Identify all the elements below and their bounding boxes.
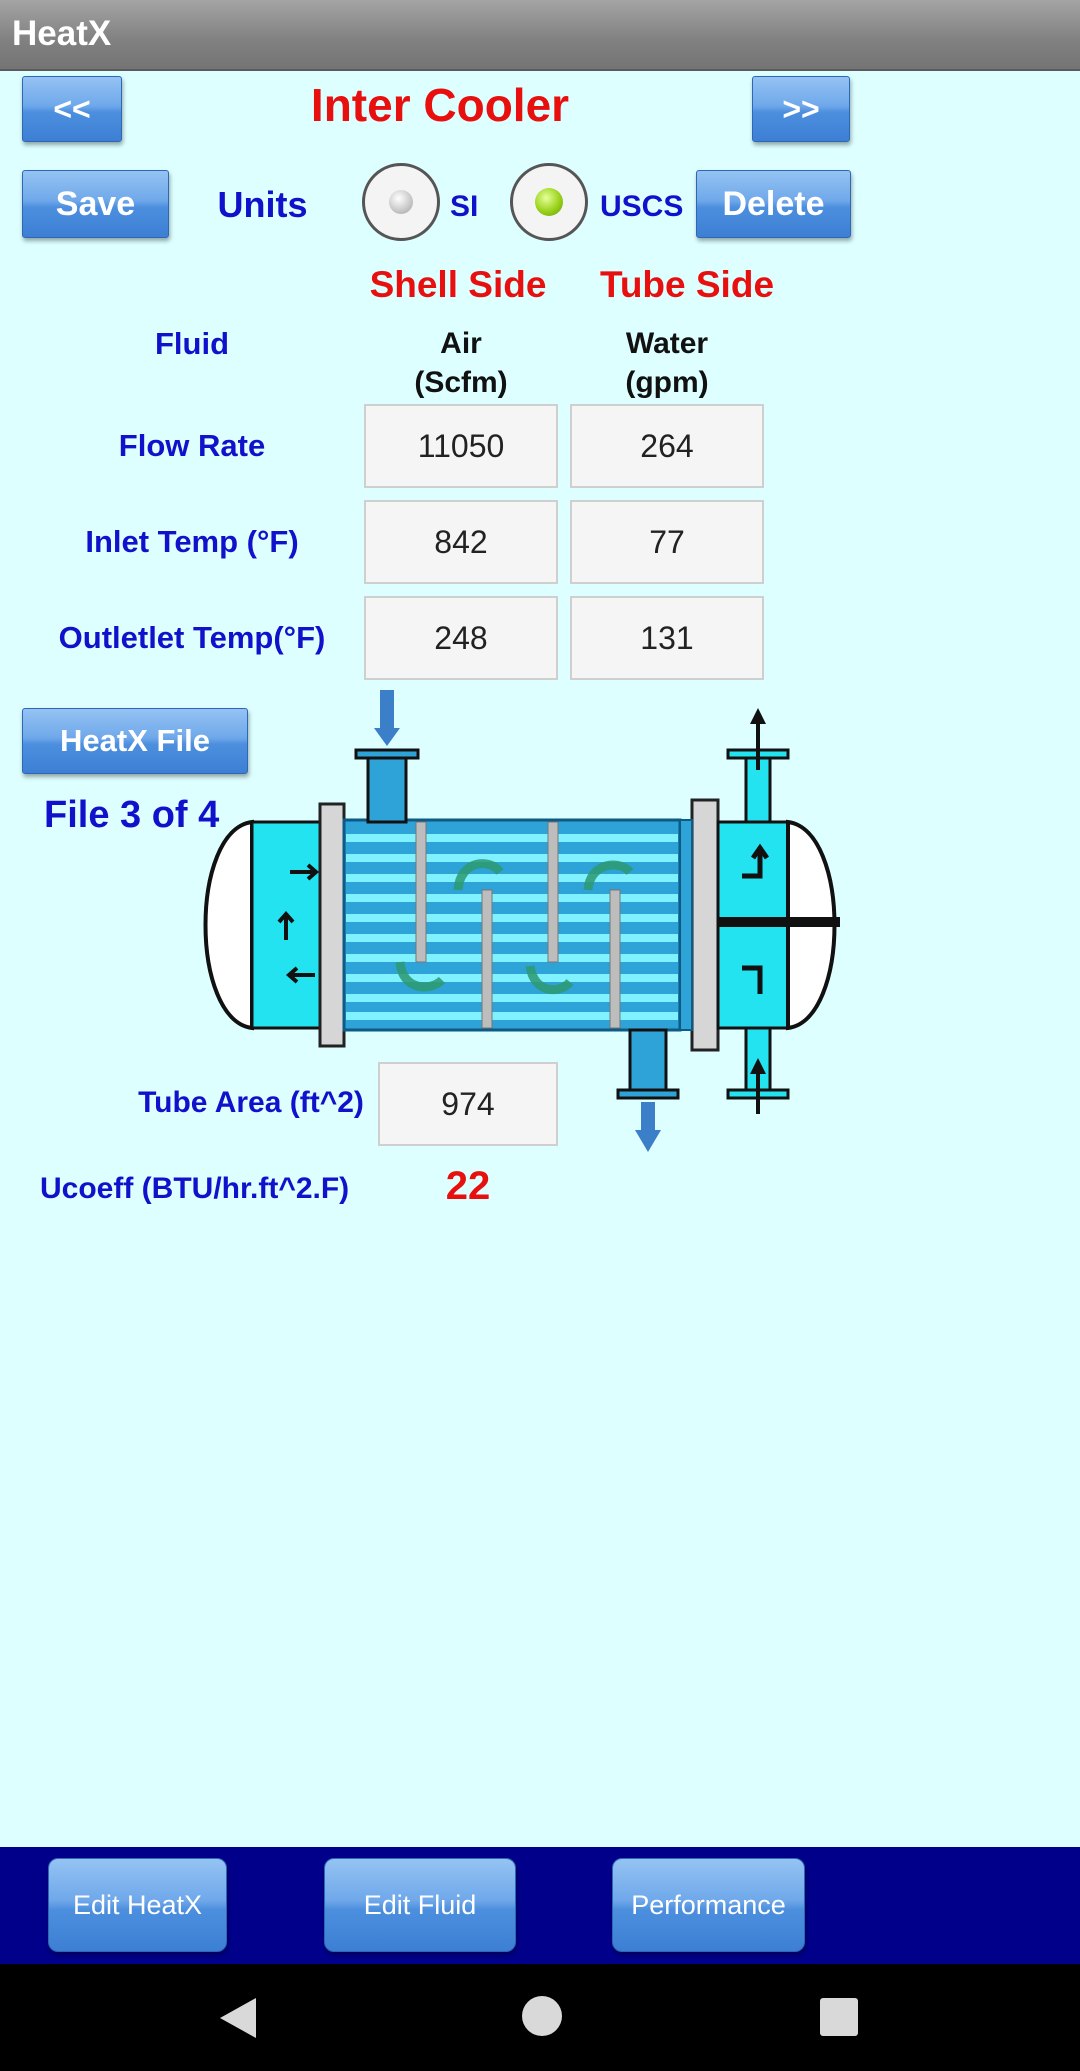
fluid-label: Fluid — [154, 326, 230, 361]
si-label: SI — [450, 190, 479, 223]
delete-button[interactable]: Delete — [696, 170, 851, 238]
page-title: Inter Cooler — [310, 79, 570, 131]
tube-area-label: Tube Area (ft^2) — [138, 1086, 364, 1119]
shell-side-header: Shell Side — [369, 264, 547, 305]
app-title-bar: HeatX — [0, 0, 1080, 71]
shell-fluid-unit: (Scfm) — [414, 366, 508, 399]
tube-inlet-temp-field[interactable]: 77 — [570, 500, 764, 584]
units-label: Units — [217, 184, 308, 225]
file-status: File 3 of 4 — [44, 794, 220, 836]
square-recents-icon[interactable] — [818, 1996, 860, 2038]
tube-area-field[interactable]: 974 — [378, 1062, 558, 1146]
ucoeff-value: 22 — [445, 1164, 491, 1208]
flow-rate-label: Flow Rate — [118, 428, 266, 463]
next-button[interactable]: >> — [752, 76, 850, 142]
system-navigation-bar — [0, 1964, 1080, 2071]
uscs-radio[interactable] — [510, 163, 588, 241]
uscs-label: USCS — [600, 190, 684, 223]
shell-inlet-temp-field[interactable]: 842 — [364, 500, 558, 584]
shell-flow-rate-field[interactable]: 11050 — [364, 404, 558, 488]
bottom-toolbar: Edit HeatX Edit Fluid Performance — [0, 1847, 1080, 1964]
shell-fluid-name: Air — [440, 327, 482, 360]
circle-home-icon[interactable] — [520, 1994, 564, 2038]
performance-button[interactable]: Performance — [612, 1858, 805, 1952]
tube-side-header: Tube Side — [599, 264, 775, 305]
uscs-radio-selected-icon — [535, 188, 563, 216]
si-radio[interactable] — [362, 163, 440, 241]
tube-flow-rate-field[interactable]: 264 — [570, 404, 764, 488]
tube-outlet-temp-field[interactable]: 131 — [570, 596, 764, 680]
heatx-file-button[interactable]: HeatX File — [22, 708, 248, 774]
edit-fluid-button[interactable]: Edit Fluid — [324, 1858, 516, 1952]
shell-outlet-temp-field[interactable]: 248 — [364, 596, 558, 680]
triangle-back-icon[interactable] — [214, 1994, 262, 2042]
si-radio-unselected-icon — [389, 190, 413, 214]
shell-fluid: Air (Scfm) — [366, 324, 556, 402]
shell-and-tube-heat-exchanger-icon — [203, 690, 840, 1152]
save-button[interactable]: Save — [22, 170, 169, 238]
app-title: HeatX — [12, 14, 112, 53]
tube-fluid-name: Water — [625, 327, 709, 360]
outlet-temp-label: Outletlet Temp(°F) — [58, 620, 326, 655]
edit-heatx-button[interactable]: Edit HeatX — [48, 1858, 227, 1952]
tube-fluid-unit: (gpm) — [625, 366, 709, 399]
tube-fluid: Water (gpm) — [572, 324, 762, 402]
ucoeff-label: Ucoeff (BTU/hr.ft^2.F) — [40, 1172, 350, 1205]
inlet-temp-label: Inlet Temp (°F) — [85, 524, 299, 559]
previous-button[interactable]: << — [22, 76, 122, 142]
